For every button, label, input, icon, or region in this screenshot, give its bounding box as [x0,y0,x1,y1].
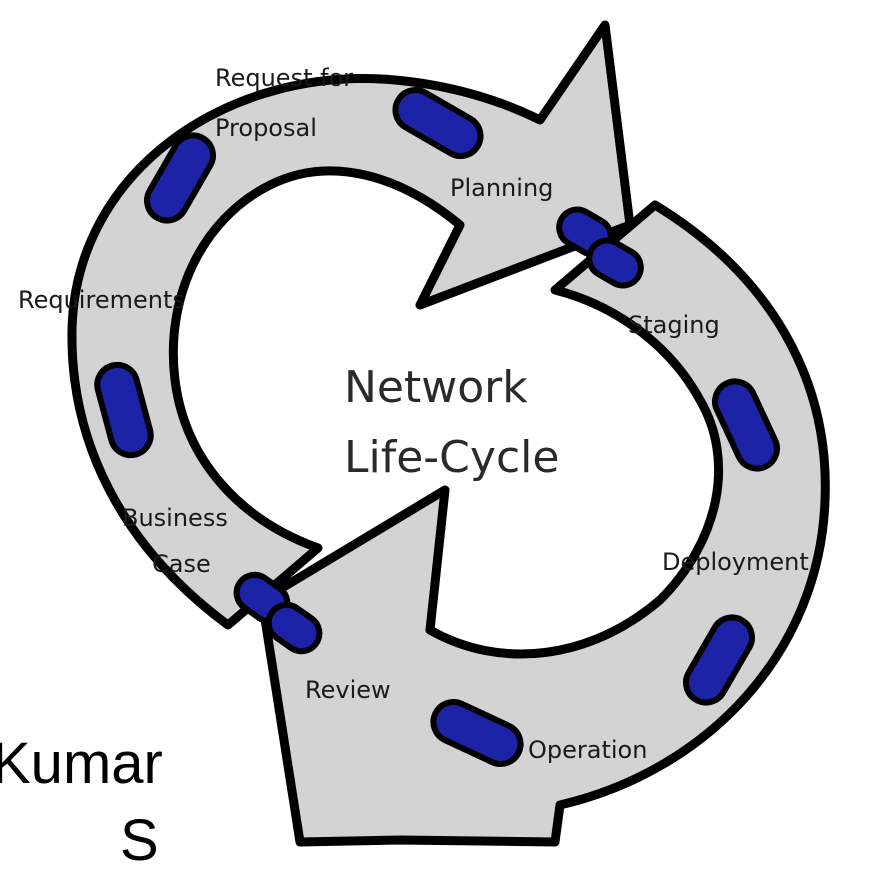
label-review: Review [305,676,391,704]
marker-review [430,699,524,767]
label-planning: Planning [450,174,553,202]
label-operation: Operation [528,736,647,764]
label-requirements: Requirements [18,286,185,314]
center-title-line2: Life-Cycle [344,432,559,483]
marker-planning-b [586,237,644,289]
slide-text-line2: S [120,808,159,873]
marker-requirements [94,361,154,459]
upper-cycle-arrow [67,20,635,630]
label-business-line1: Business [122,504,228,532]
slide-text-line1: Kumar [0,731,163,796]
marker-request [392,87,484,159]
label-request-for-line1: Request for [215,64,353,92]
network-lifecycle-diagram: Request for Proposal Planning Staging De… [18,20,830,847]
label-case-line2: Case [152,550,211,578]
marker-business-b [265,601,323,655]
marker-deployment [683,614,755,706]
marker-left-upper [144,132,216,224]
marker-staging [712,378,780,472]
label-staging: Staging [628,311,720,339]
label-proposal-line2: Proposal [215,114,317,142]
label-deployment: Deployment [662,548,809,576]
center-title-line1: Network [344,362,528,413]
